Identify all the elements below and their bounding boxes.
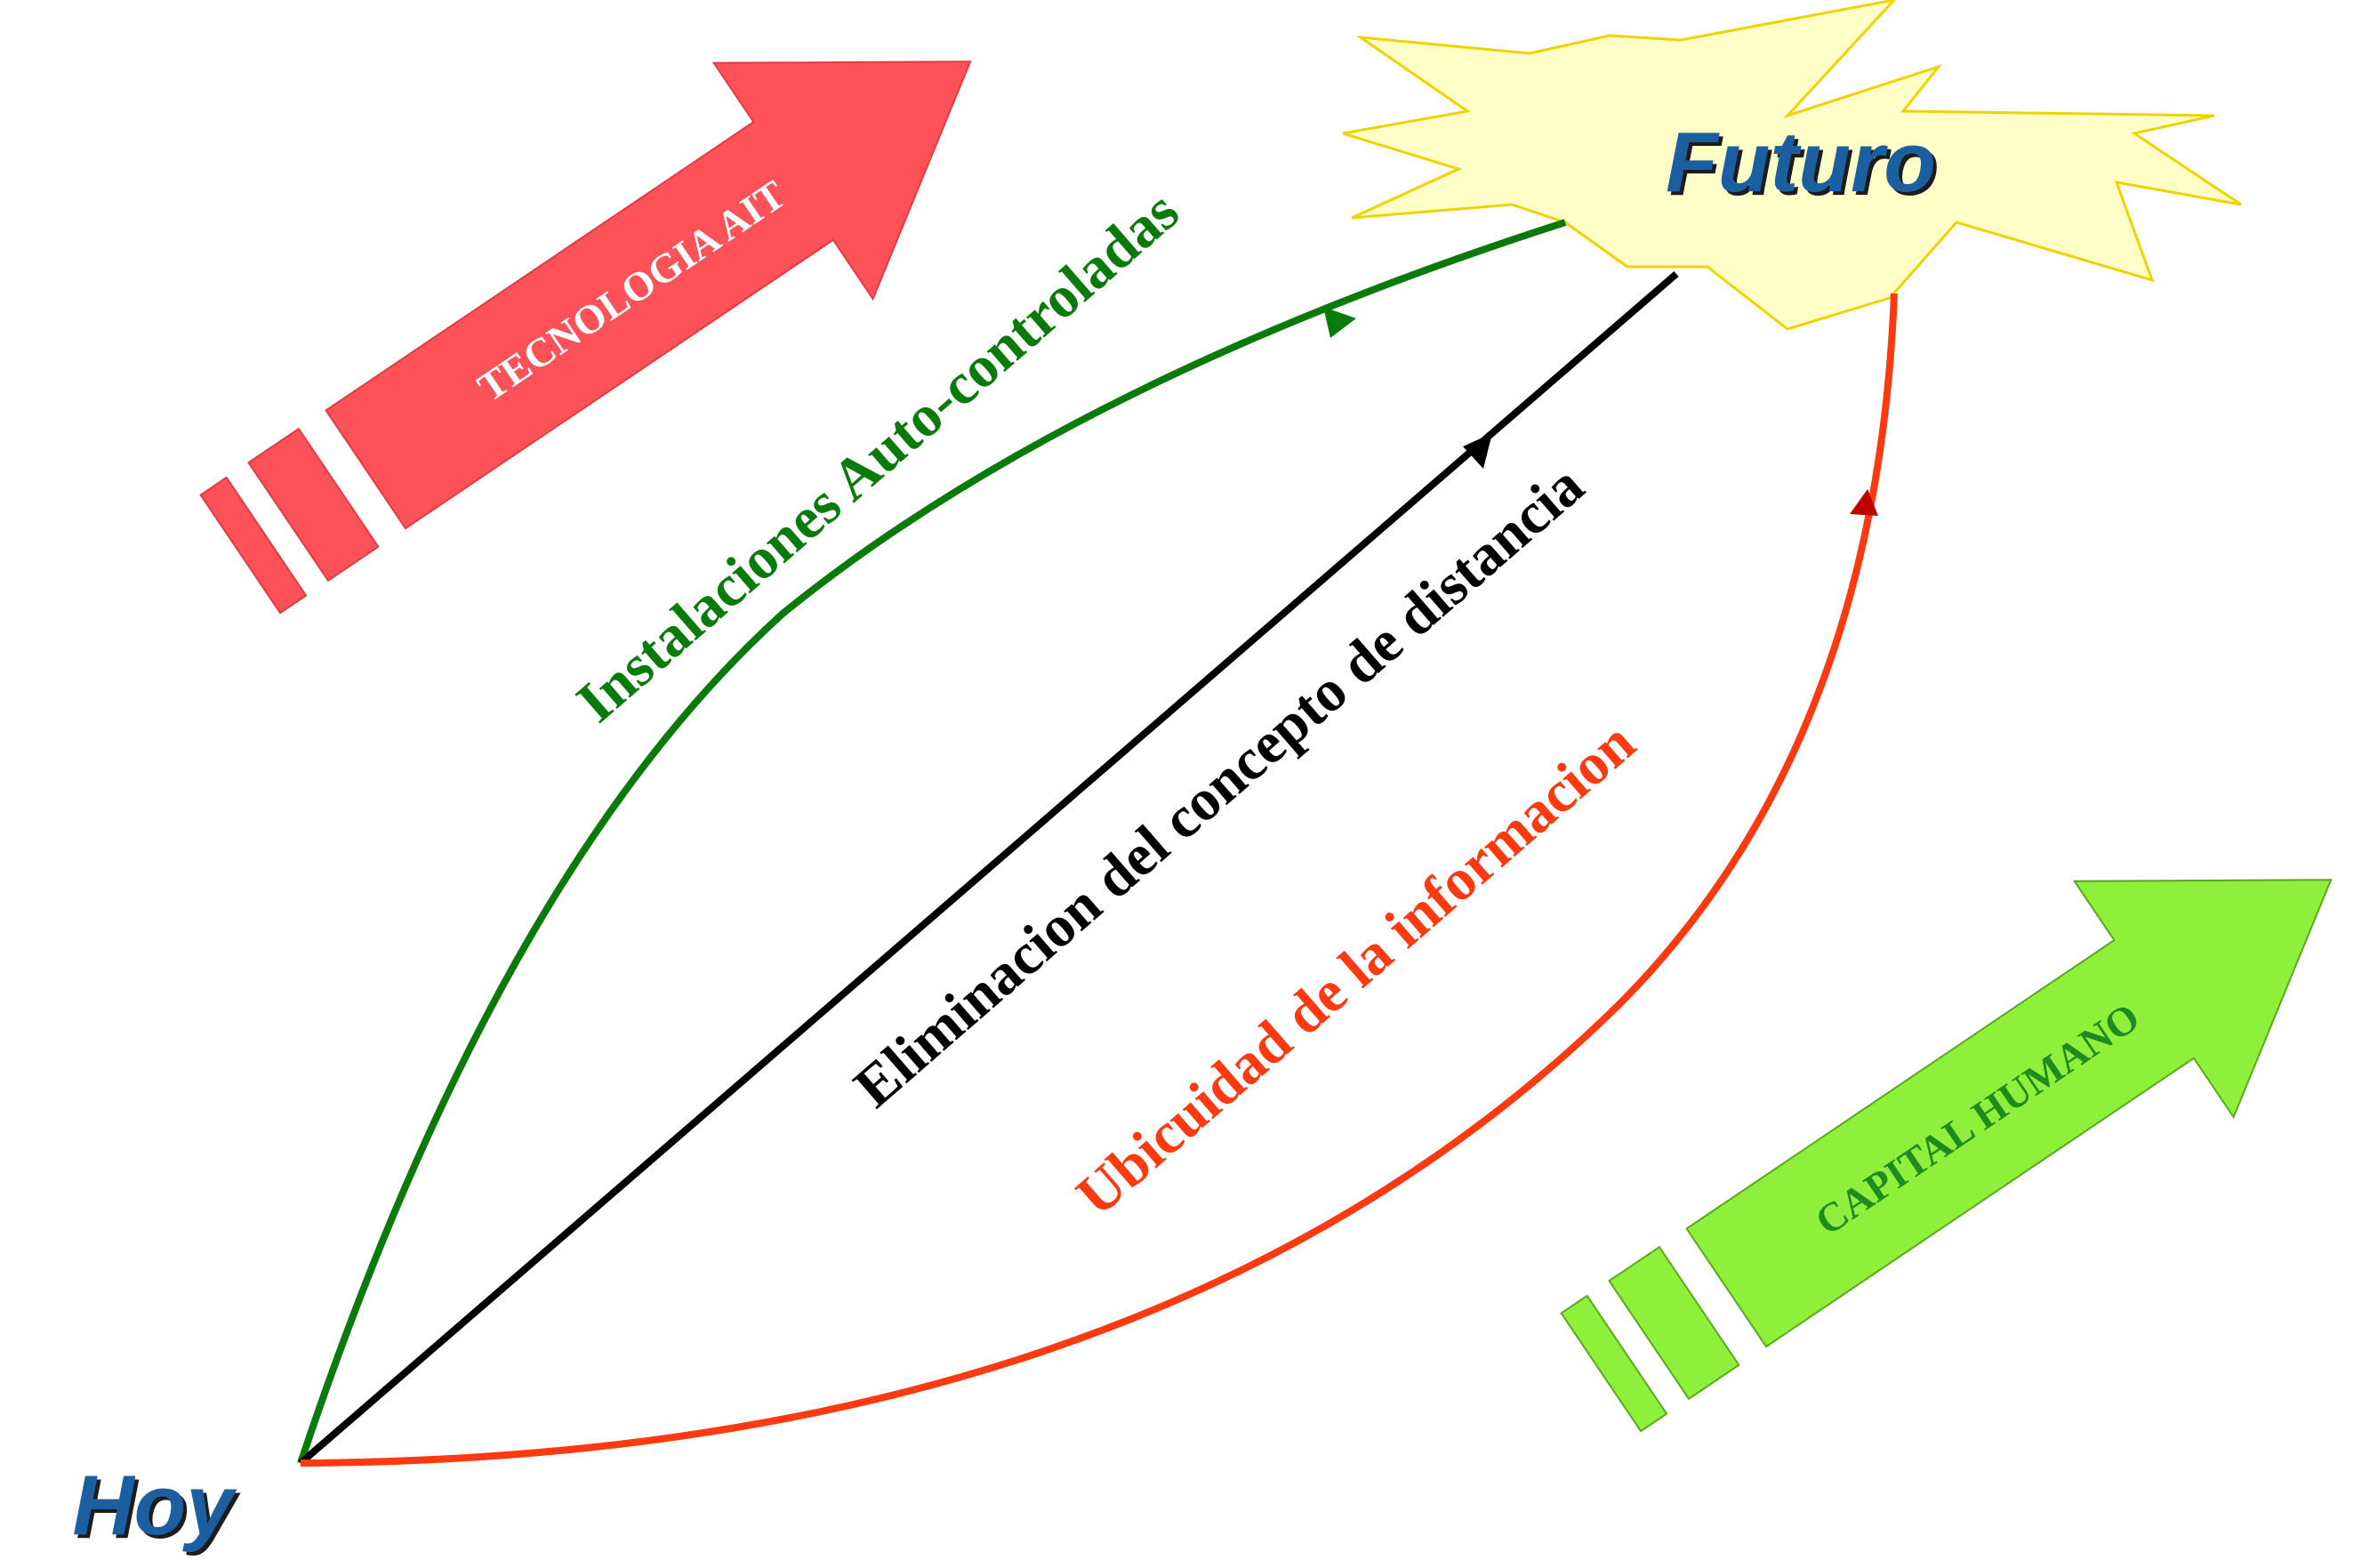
black-path (298, 270, 1679, 1467)
technology-arrow-stripe (199, 476, 308, 615)
technology-arrow-body (325, 60, 972, 530)
human-capital-arrow-body (1685, 879, 2333, 1348)
green-path (297, 219, 1567, 1465)
future-starburst (1342, 0, 2242, 331)
red-path-label: Ubicuidad de la informacion (1064, 710, 1647, 1228)
red-path-arrowhead (1850, 489, 1878, 516)
technology-arrow-stripe (247, 427, 380, 583)
future-label: Futuro (1666, 115, 1936, 210)
human-capital-arrow: CAPITAL HUMANO (1560, 879, 2333, 1433)
human-capital-arrow-stripe (1608, 1245, 1740, 1401)
black-path-arrowhead (1463, 433, 1492, 469)
black-path-label: Eliminacion del concepto de distancia (842, 453, 1596, 1120)
human-capital-arrow-stripe (1560, 1294, 1668, 1433)
green-path-arrowhead (1323, 307, 1356, 338)
today-label: Hoy (72, 1458, 237, 1553)
red-path (300, 293, 1898, 1467)
technology-arrow: TECNOLOGIA AIT (199, 60, 972, 615)
